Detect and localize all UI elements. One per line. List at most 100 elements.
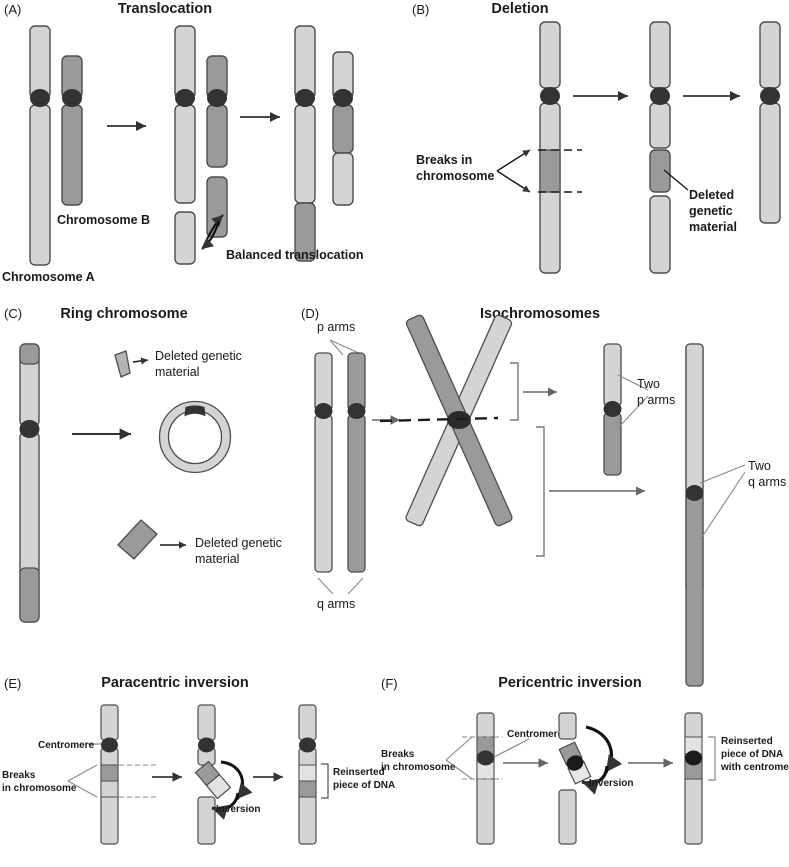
centromere-pericentric-fragment [566, 755, 584, 771]
two-p-arms-leader [617, 374, 649, 429]
panel-f-pericentric-inversion: (F) Pericentric inversion Breaks in chro… [381, 675, 789, 845]
centromere-iso-dark [347, 403, 366, 419]
centromere-paracentric-broken [198, 737, 215, 753]
chromosome-deletion-result [759, 21, 781, 224]
inversion-arrow-bottom-e [211, 792, 240, 820]
two-q-arms-leader [699, 464, 746, 541]
centromere-a-broken [175, 89, 195, 107]
centromere-leader-f [493, 738, 530, 758]
panel-f-title: Pericentric inversion [498, 675, 641, 691]
reinserted-bracket-e [321, 763, 329, 799]
translocated-segment-light [332, 152, 354, 206]
deleted-material-leader [663, 169, 689, 191]
crossed-chromosomes [405, 314, 513, 527]
centromere-b [62, 89, 82, 107]
deleted-label-line2: genetic [689, 204, 733, 218]
chromosome-b-original [61, 55, 83, 206]
chromosome-paracentric-original [100, 704, 119, 845]
panel-a-translocation: (A) Translocation Chromosome A Chromosom… [2, 1, 364, 284]
panel-b-title: Deletion [491, 1, 548, 17]
chromosome-b-broken [206, 55, 228, 238]
panel-e-letter: (E) [4, 676, 21, 691]
chromosome-b-translocated [332, 51, 354, 206]
breaks-leader-top [496, 149, 531, 172]
reinserted-label-f-line3: with centromere [720, 762, 789, 773]
centromere-ring-original [19, 420, 40, 438]
inversion-label-f: Inversion [589, 778, 633, 789]
centromere-deletion-broken [650, 87, 670, 105]
inversion-arrow-top-e [220, 760, 253, 800]
chromosome-ring-original [19, 343, 40, 623]
panel-c-letter: (C) [4, 306, 22, 321]
centromere-paracentric [101, 737, 118, 753]
ring-terminal-segment-bottom [19, 567, 40, 623]
breaks-label-e-line2: in chromosome [2, 783, 77, 794]
two-p-label-line2: p arms [637, 393, 675, 407]
ring-deleted-bottom-line1: Deleted genetic [195, 536, 282, 550]
reinserted-label-f-line1: Reinserted [721, 736, 773, 747]
chromosome-a-fragment [174, 211, 196, 265]
deleted-label-line1: Deleted [689, 188, 734, 202]
reinserted-label-e-line2: piece of DNA [333, 780, 395, 791]
paracentric-segment-light [100, 780, 119, 798]
panel-d-title: Isochromosomes [480, 306, 600, 322]
breaks-label-f-line1: Breaks [381, 749, 415, 760]
panel-a-title: Translocation [118, 1, 212, 17]
chromosome-a-original [29, 25, 51, 266]
breaks-label-f-line2: in chromosome [381, 762, 456, 773]
panel-b-letter: (B) [412, 2, 429, 17]
panel-b-deletion: (B) Deletion Breaks in chromosome D [412, 1, 781, 274]
ring-deleted-bottom-line2: material [195, 552, 239, 566]
chromosome-deletion-broken [649, 21, 671, 274]
two-q-label-line2: q arms [748, 475, 786, 489]
panel-a-letter: (A) [4, 2, 21, 17]
isochromosome-pair-light [314, 352, 333, 573]
breaks-label-line1: Breaks in [416, 153, 472, 167]
ring-deleted-top-line2: material [155, 365, 199, 379]
centromere-ring [184, 405, 206, 417]
isochromosome-two-p-arms [603, 343, 622, 476]
q-arms-leader [317, 577, 364, 595]
p-arms-bracket [510, 362, 519, 421]
panel-d-letter: (D) [301, 306, 319, 321]
ring-deleted-top-line1: Deleted genetic [155, 349, 242, 363]
reinserted-bracket-f [708, 736, 716, 781]
translocated-segment-dark [294, 202, 316, 262]
ring-deleted-fragment-top [114, 350, 131, 378]
balanced-translocation-label: Balanced translocation [226, 248, 364, 262]
breaks-leader-bottom [496, 170, 531, 193]
paracentric-result-segment-dark [298, 780, 317, 798]
chromosome-pericentric-result [684, 712, 703, 845]
deleted-label-line3: material [689, 220, 737, 234]
breaks-label-e-line1: Breaks [2, 770, 36, 781]
ring-deleted-top-leader [132, 357, 149, 365]
reinserted-label-f-line2: piece of DNA [721, 749, 783, 760]
p-arms-label: p arms [317, 320, 355, 334]
two-p-label-line1: Two [637, 377, 660, 391]
inversion-arrow-top-f [585, 725, 623, 773]
centromere-paracentric-result [299, 737, 316, 753]
isochromosome-split-line [379, 416, 499, 423]
breaks-leader-e [67, 764, 98, 798]
chromosome-a-translocated [294, 25, 316, 262]
chromosome-pericentric-broken [558, 712, 577, 845]
centromere-label-f: Centromere [507, 729, 564, 740]
centromere-a-result [295, 89, 315, 107]
paracentric-segment-dark [100, 764, 119, 782]
panel-e-title: Paracentric inversion [101, 675, 249, 691]
ring-terminal-segment-top [19, 343, 40, 365]
centromere-b-broken [207, 89, 227, 107]
breaks-leader-f [445, 736, 473, 780]
q-arms-bracket [536, 426, 545, 557]
ring-chromosome-shape [158, 400, 232, 474]
panel-c-ring-chromosome: (C) Ring chromosome Deleted genetic mate… [4, 306, 282, 623]
ring-deleted-fragment-bottom [117, 519, 158, 560]
chromosome-a-label: Chromosome A [2, 270, 95, 284]
deletion-region [539, 149, 561, 193]
centromere-two-p [603, 401, 622, 417]
two-q-label-line1: Two [748, 459, 771, 473]
isochromosome-two-q-arms [685, 343, 704, 687]
chromosome-b-label: Chromosome B [57, 213, 150, 227]
chromosome-paracentric-result [298, 704, 317, 845]
